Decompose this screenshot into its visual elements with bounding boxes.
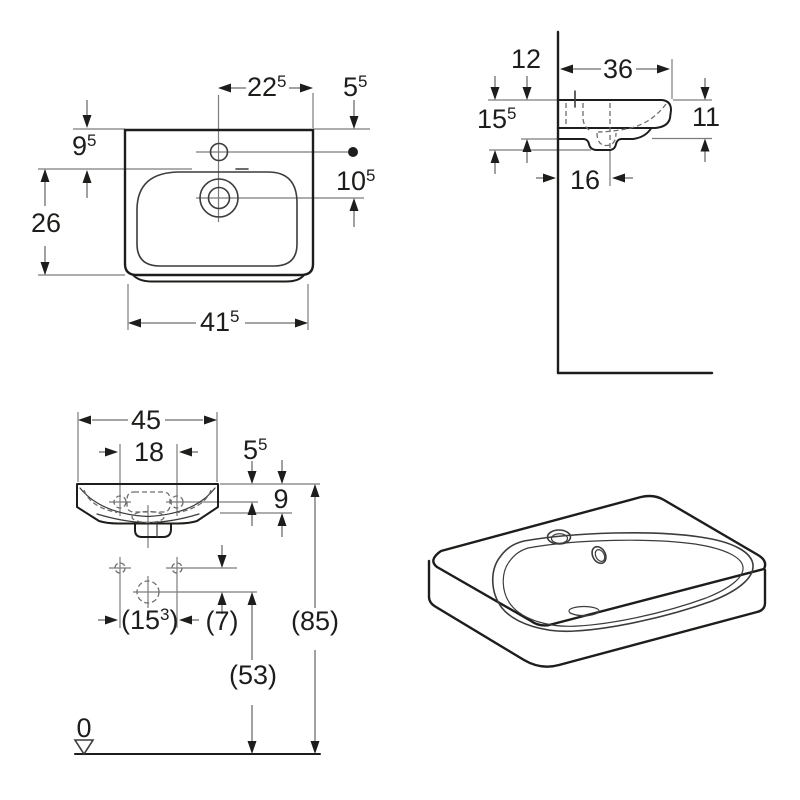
install-extension-lines bbox=[77, 412, 320, 628]
installation-view: 45 18 55 9 (153) (7) (53) (85) 0 bbox=[73, 405, 339, 756]
fixing-hole-right bbox=[171, 562, 183, 574]
dim-install-drain-drop: (7) bbox=[206, 606, 239, 636]
side-view: 36 12 155 11 16 bbox=[477, 30, 720, 375]
basin-plan-outline bbox=[76, 483, 219, 525]
wall-fixing-marks bbox=[114, 562, 183, 604]
basin-inner-bowl-front bbox=[136, 171, 298, 267]
basin-front-lip bbox=[132, 274, 305, 283]
install-arrowheads bbox=[78, 415, 320, 754]
tap-reference-dot bbox=[348, 147, 358, 157]
dim-front-drain-drop: 105 bbox=[336, 166, 376, 196]
side-arrowheads bbox=[490, 64, 710, 183]
datum-zero-label: 0 bbox=[76, 713, 91, 743]
dim-side-front-height: 11 bbox=[692, 102, 720, 132]
dim-front-tap-offset: 225 bbox=[247, 72, 287, 102]
iso-bowl-rim bbox=[491, 532, 754, 633]
basin-plan-hidden bbox=[83, 489, 212, 524]
isometric-view bbox=[427, 494, 767, 668]
datum-level-icon bbox=[73, 739, 95, 756]
iso-body bbox=[427, 559, 767, 668]
dim-front-tap-drop: 55 bbox=[343, 72, 368, 102]
iso-overflow-hole bbox=[591, 545, 607, 565]
dim-install-hole-span: (153) bbox=[121, 605, 179, 635]
dim-side-total-height: 155 bbox=[477, 104, 517, 134]
drain-inner bbox=[207, 186, 231, 210]
waste-outlet-mark bbox=[136, 580, 160, 604]
front-extension-lines bbox=[38, 93, 370, 330]
front-view: 225 55 95 105 26 415 bbox=[31, 72, 376, 337]
dim-install-rim-height: (85) bbox=[291, 606, 339, 636]
dim-front-rim-depth: 95 bbox=[72, 131, 97, 161]
dim-front-width: 415 bbox=[200, 307, 240, 337]
basin-side-profile bbox=[557, 99, 672, 129]
dim-install-hole-drop: 55 bbox=[243, 435, 268, 465]
basin-plan-trap bbox=[134, 522, 172, 538]
dim-side-depth: 36 bbox=[603, 54, 633, 84]
install-dimension-lines bbox=[92, 419, 316, 741]
drain-outer bbox=[199, 178, 239, 218]
front-arrowheads bbox=[40, 83, 359, 328]
iso-drain-detail bbox=[568, 605, 600, 617]
dim-install-hole-spacing: 18 bbox=[134, 437, 164, 467]
dim-install-width: 45 bbox=[131, 405, 161, 435]
basin-side-underside bbox=[557, 127, 652, 151]
dim-side-rear-height: 12 bbox=[511, 44, 541, 74]
fixing-hole-left bbox=[114, 562, 126, 574]
iso-tap-hole bbox=[546, 529, 572, 545]
basin-front-outline bbox=[123, 128, 315, 277]
dim-install-drain-height: (53) bbox=[229, 660, 277, 690]
iso-bowl-inner-edge bbox=[502, 539, 744, 627]
side-hidden-lines bbox=[565, 103, 667, 150]
dim-side-drain-offset: 16 bbox=[570, 165, 600, 195]
iso-top-rim bbox=[432, 494, 767, 627]
dim-front-height: 26 bbox=[31, 208, 61, 238]
tap-hole bbox=[209, 142, 229, 162]
side-dimension-lines bbox=[494, 68, 706, 179]
dim-install-rim-drop: 9 bbox=[273, 484, 288, 514]
